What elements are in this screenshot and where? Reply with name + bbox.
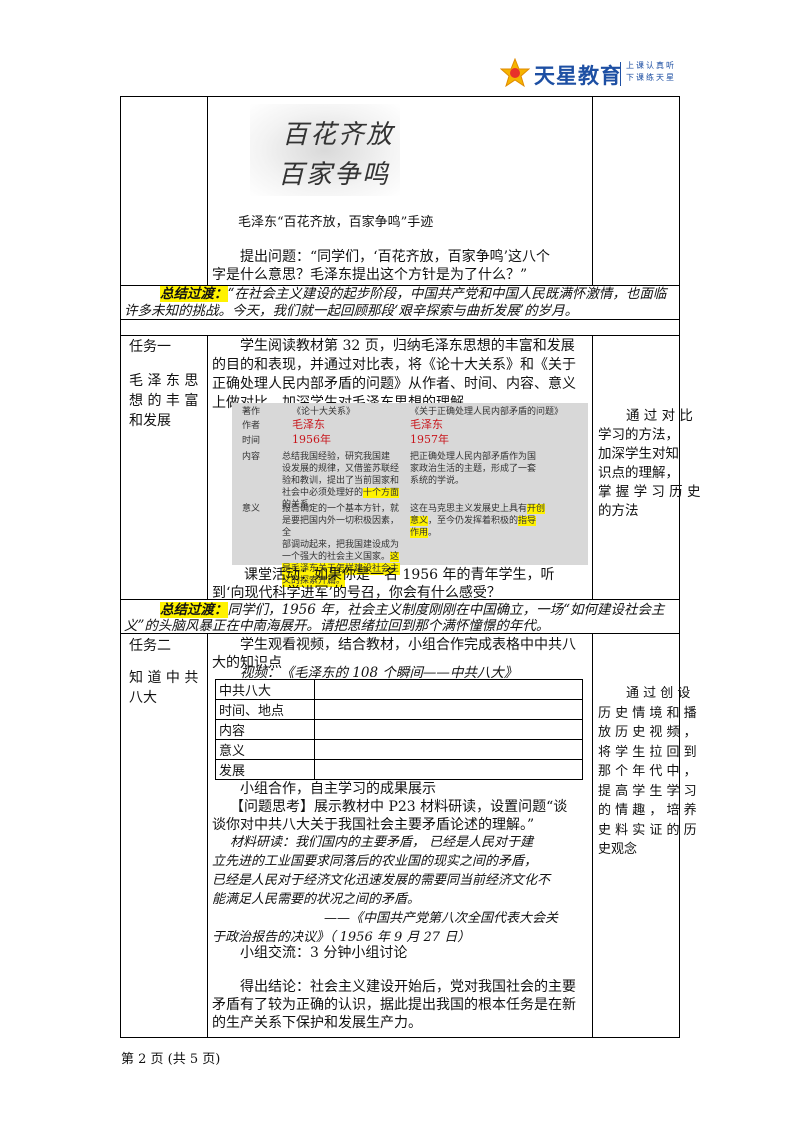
table-row: 中共八大 xyxy=(215,679,583,700)
group-discussion: 小组交流：3 分钟小组讨论 xyxy=(240,945,408,961)
table-row: 意义 xyxy=(215,739,583,760)
task1-body: 学生阅读教材第 32 页，归纳毛泽东思想的丰富和发展 的目的和表现，并通过对比表… xyxy=(212,338,576,411)
task1-name: 任务一 xyxy=(129,339,171,355)
table-row: 内容 xyxy=(215,719,583,740)
summary-transition-2: 总结过渡：同学们，1956 年，社会主义制度刚刚在中国确立，一场“如何建设社会主 xyxy=(160,602,665,618)
comparison-table: 著作 《论十大关系》 《关于正确处理人民内部矛盾的问题》 作者 毛泽东 毛泽东 … xyxy=(232,403,588,587)
star-logo-icon xyxy=(500,58,530,88)
task2-name: 任务二 xyxy=(129,638,171,654)
cpc-eighth-table: 中共八大 时间、地点 内容 意义 发展 xyxy=(215,679,583,780)
task2-title: 知 道 中 共 八大 xyxy=(129,670,199,706)
material-reading: 材料研读：我们国内的主要矛盾， 已经是人民对于建 立先进的工业国要求同落后的农业… xyxy=(212,835,559,945)
question-think: 【问题思考】展示教材中 P23 材料研读，设置问题“谈 xyxy=(230,799,568,815)
conclusion: 得出结论：社会主义建设开始后，党对我国社会的主要 矛盾有了较为正确的认识，据此提… xyxy=(212,979,576,1031)
group-show: 小组合作，自主学习的成果展示 xyxy=(240,781,436,797)
class-activity: 课堂活动：如果你是一名 1956 年的青年学生，听 xyxy=(244,567,555,583)
question-text: 提出问题：“同学们，‘百花齐放，百家争鸣’这八个 xyxy=(240,249,551,265)
calligraphy-image: 百花齐放 百家争鸣 xyxy=(250,104,400,196)
task1-title: 毛 泽 东 思 想 的 丰 富 和发展 xyxy=(129,373,199,429)
task1-purpose: 通 过 对 比 学习的方法， 加深学生对知 识点的理解， 掌 握 学 习 历 史… xyxy=(598,408,701,519)
task2-body: 学生观看视频，结合教材，小组合作完成表格中中共八 大的知识点 xyxy=(212,637,576,671)
video-title: 视频：《毛泽东的 108 个瞬间——中共八大》 xyxy=(240,665,518,681)
calligraphy-caption: 毛泽东“百花齐放，百家争鸣”手迹 xyxy=(238,215,434,230)
task2-purpose: 通 过 创 设 历 史 情 境 和 播 放 历 史 视 频 ， 将 学 生 拉 … xyxy=(598,686,697,857)
table-row: 发展 xyxy=(215,759,583,780)
page-number: 第 2 页 (共 5 页) xyxy=(121,1052,221,1067)
table-row: 时间、地点 xyxy=(215,699,583,720)
summary-transition-1: 总结过渡：“在社会主义建设的起步阶段，中国共产党和中国人民既满怀激情，也面临 xyxy=(160,286,667,302)
logo-name: 天星教育 xyxy=(534,64,622,88)
logo-slogan: 上课认真听 下课练天星 xyxy=(626,61,676,82)
brand-logo: 天星教育 上课认真听 下课练天星 xyxy=(500,58,700,94)
